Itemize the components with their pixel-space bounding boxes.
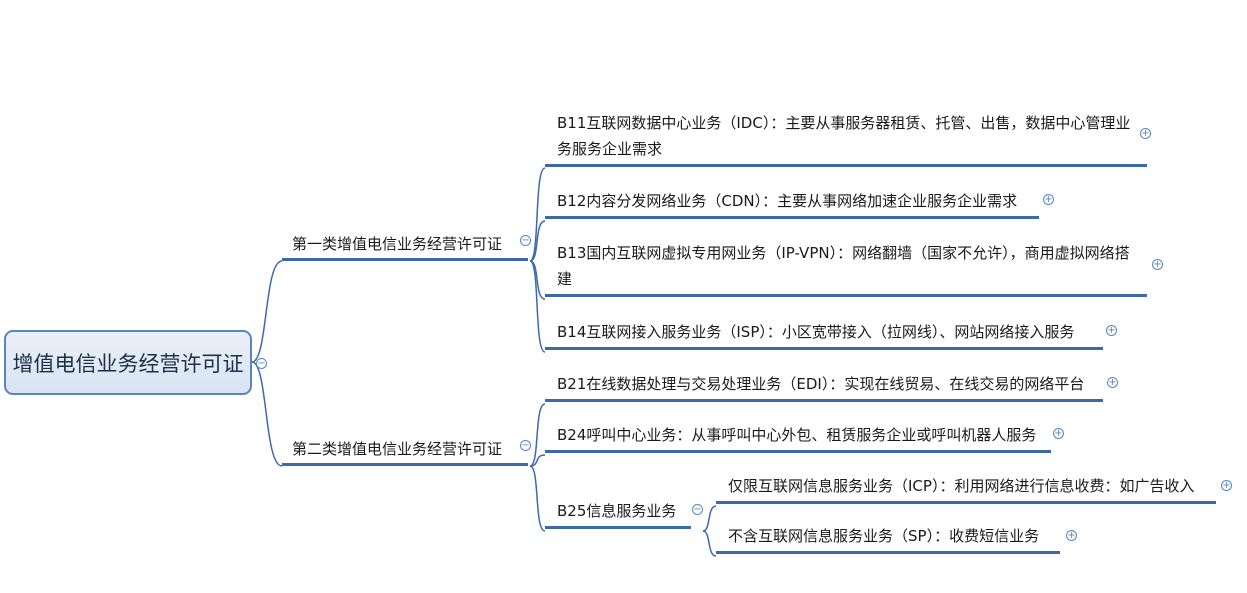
leaf-b14-expand-toggle[interactable]: + [1106, 325, 1117, 336]
leaf-node-b12[interactable]: B12内容分发网络业务（CDN）：主要从事网络加速企业服务企业需求 [545, 188, 1039, 219]
subleaf-node-icp-label: 仅限互联网信息服务业务（ICP）：利用网络进行信息收费：如广告收入 [728, 477, 1195, 495]
leaf-node-b13[interactable]: B13国内互联网虚拟专用网业务（IP-VPN）：网络翻墙（国家不允许），商用虚拟… [545, 240, 1147, 297]
connector-b1-b13 [529, 260, 546, 300]
connector-b2-b24 [529, 454, 546, 467]
root-node-label: 增值电信业务经营许可证 [12, 351, 244, 376]
connector-root-branch2 [251, 361, 283, 467]
branch-node-type2-label: 第二类增值电信业务经营许可证 [292, 440, 503, 458]
leaf-node-b21[interactable]: B21在线数据处理与交易处理业务（EDI）：实现在线贸易、在线交易的网络平台 [545, 371, 1103, 402]
root-collapse-toggle[interactable]: − [256, 358, 267, 369]
leaf-node-b11-label: B11互联网数据中心业务（IDC）：主要从事服务器租赁、托管、出售，数据中心管理… [557, 114, 1131, 158]
branch-type1-collapse-toggle[interactable]: − [520, 235, 531, 246]
leaf-b13-expand-toggle[interactable]: + [1152, 259, 1163, 270]
leaf-b25-collapse-toggle[interactable]: − [692, 504, 703, 515]
branch-node-type1[interactable]: 第一类增值电信业务经营许可证 [282, 230, 528, 261]
leaf-node-b25[interactable]: B25信息服务业务 [545, 498, 691, 529]
connector-b2-b25 [529, 465, 546, 532]
connector-b25-icp [702, 505, 717, 532]
leaf-b12-expand-toggle[interactable]: + [1043, 194, 1054, 205]
leaf-node-b25-label: B25信息服务业务 [557, 502, 677, 520]
leaf-b24-expand-toggle[interactable]: + [1053, 428, 1064, 439]
root-node[interactable]: 增值电信业务经营许可证 [4, 330, 252, 395]
branch-node-type2[interactable]: 第二类增值电信业务经营许可证 [282, 435, 528, 466]
leaf-b11-expand-toggle[interactable]: + [1140, 128, 1151, 139]
subleaf-node-sp-label: 不含互联网信息服务业务（SP）：收费短信业务 [728, 527, 1040, 545]
branch-type2-collapse-toggle[interactable]: − [520, 440, 531, 451]
connector-b1-b11 [529, 167, 546, 262]
subleaf-sp-expand-toggle[interactable]: + [1066, 530, 1077, 541]
connector-b25-sp [702, 530, 717, 557]
leaf-node-b13-label: B13国内互联网虚拟专用网业务（IP-VPN）：网络翻墙（国家不允许），商用虚拟… [557, 244, 1130, 288]
leaf-b21-expand-toggle[interactable]: + [1107, 377, 1118, 388]
leaf-node-b12-label: B12内容分发网络业务（CDN）：主要从事网络加速企业服务企业需求 [557, 192, 1018, 210]
leaf-node-b21-label: B21在线数据处理与交易处理业务（EDI）：实现在线贸易、在线交易的网络平台 [557, 375, 1085, 393]
connector-b1-b12 [529, 220, 546, 262]
connector-b1-b14 [529, 260, 546, 353]
leaf-node-b11[interactable]: B11互联网数据中心业务（IDC）：主要从事服务器租赁、托管、出售，数据中心管理… [545, 110, 1147, 167]
branch-node-type1-label: 第一类增值电信业务经营许可证 [292, 235, 503, 253]
leaf-node-b14[interactable]: B14互联网接入服务业务（ISP）：小区宽带接入（拉网线）、网站网络接入服务 [545, 319, 1103, 350]
leaf-node-b24-label: B24呼叫中心业务：从事呼叫中心外包、租赁服务企业或呼叫机器人服务 [557, 426, 1037, 444]
connector-root-branch1 [251, 260, 283, 363]
leaf-node-b14-label: B14互联网接入服务业务（ISP）：小区宽带接入（拉网线）、网站网络接入服务 [557, 323, 1075, 341]
leaf-node-b24[interactable]: B24呼叫中心业务：从事呼叫中心外包、租赁服务企业或呼叫机器人服务 [545, 422, 1051, 453]
subleaf-node-icp[interactable]: 仅限互联网信息服务业务（ICP）：利用网络进行信息收费：如广告收入 [716, 473, 1216, 504]
subleaf-icp-expand-toggle[interactable]: + [1221, 480, 1232, 491]
connector-b2-b21 [529, 403, 546, 467]
subleaf-node-sp[interactable]: 不含互联网信息服务业务（SP）：收费短信业务 [716, 523, 1060, 554]
